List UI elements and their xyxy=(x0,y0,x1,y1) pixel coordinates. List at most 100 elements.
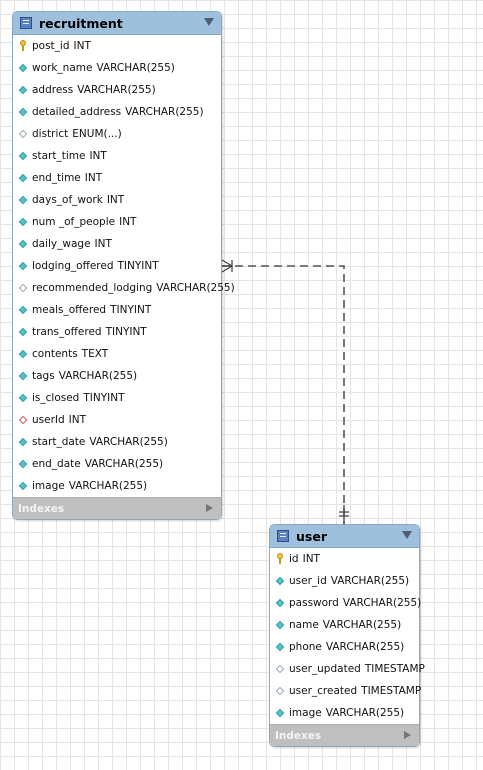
column-name: post_id xyxy=(32,40,70,52)
not-null-column-icon xyxy=(16,57,30,79)
column-name: id xyxy=(289,553,299,565)
not-null-column-icon xyxy=(273,636,287,658)
column-type: VARCHAR(255) xyxy=(84,458,164,470)
column-type: VARCHAR(255) xyxy=(89,436,168,448)
not-null-column-icon xyxy=(16,299,30,321)
not-null-column-icon xyxy=(273,592,287,614)
column-type: VARCHAR(255) xyxy=(77,84,156,96)
foreign-key-icon xyxy=(16,409,30,431)
column-type: INT xyxy=(106,194,125,206)
column-type: VARCHAR(255) xyxy=(322,619,402,631)
indexes-section[interactable]: Indexes xyxy=(270,724,419,746)
column-name: user_created xyxy=(289,685,358,697)
not-null-column-icon xyxy=(273,570,287,592)
column-type: INT xyxy=(89,150,107,162)
table-header[interactable]: recruitment xyxy=(13,12,221,35)
expand-arrow-icon[interactable] xyxy=(404,731,411,739)
column-type: VARCHAR(255) xyxy=(342,597,422,609)
column-name: name xyxy=(289,619,319,631)
collapse-arrow-icon[interactable] xyxy=(402,531,412,539)
column-type: VARCHAR(255) xyxy=(325,641,405,653)
not-null-column-icon xyxy=(16,365,30,387)
column-type: INT xyxy=(84,172,103,184)
expand-arrow-icon[interactable] xyxy=(206,504,213,512)
column-type: VARCHAR(255) xyxy=(125,106,204,118)
column-name: contents xyxy=(32,348,78,360)
column-name: image xyxy=(32,480,65,492)
column-name: image xyxy=(289,707,322,719)
column-type: INT xyxy=(302,553,320,565)
table-icon xyxy=(20,17,32,29)
table-title: user xyxy=(296,528,327,544)
column-type: VARCHAR(255) xyxy=(156,282,235,294)
not-null-column-icon xyxy=(16,431,30,453)
column-type: VARCHAR(255) xyxy=(68,480,148,492)
column-type: VARCHAR(255) xyxy=(58,370,138,382)
column-name: lodging_offered xyxy=(32,260,114,272)
column-name: address xyxy=(32,84,74,96)
column-name: phone xyxy=(289,641,322,653)
column-name: num _of_people xyxy=(32,216,116,228)
column-name: recommended_lodging xyxy=(32,282,153,294)
column-name: tags xyxy=(32,370,55,382)
not-null-column-icon xyxy=(16,321,30,343)
column-type: TEXT xyxy=(81,348,109,360)
column-name: user_id xyxy=(289,575,327,587)
column-type: INT xyxy=(68,414,87,426)
column-type: INT xyxy=(119,216,137,228)
relationship-line[interactable] xyxy=(222,265,345,525)
table-header[interactable]: user xyxy=(270,525,419,548)
column-name: detailed_address xyxy=(32,106,122,118)
not-null-column-icon xyxy=(16,189,30,211)
column-name: days_of_work xyxy=(32,194,103,206)
column-type: ENUM(...) xyxy=(72,128,122,140)
column-type: TINYINT xyxy=(117,260,159,272)
not-null-column-icon xyxy=(16,79,30,101)
column-type: TINYINT xyxy=(105,326,147,338)
collapse-arrow-icon[interactable] xyxy=(204,18,214,26)
indexes-section[interactable]: Indexes xyxy=(13,497,221,519)
not-null-column-icon xyxy=(16,101,30,123)
column-type: TIMESTAMP xyxy=(361,685,422,697)
column-type: INT xyxy=(94,238,112,250)
indexes-label: Indexes xyxy=(18,502,65,515)
not-null-column-icon xyxy=(16,211,30,233)
column-type: TIMESTAMP xyxy=(364,663,425,675)
column-type: VARCHAR(255) xyxy=(325,707,405,719)
not-null-column-icon xyxy=(16,475,30,497)
column-type: TINYINT xyxy=(110,304,152,316)
primary-key-icon xyxy=(16,35,30,57)
